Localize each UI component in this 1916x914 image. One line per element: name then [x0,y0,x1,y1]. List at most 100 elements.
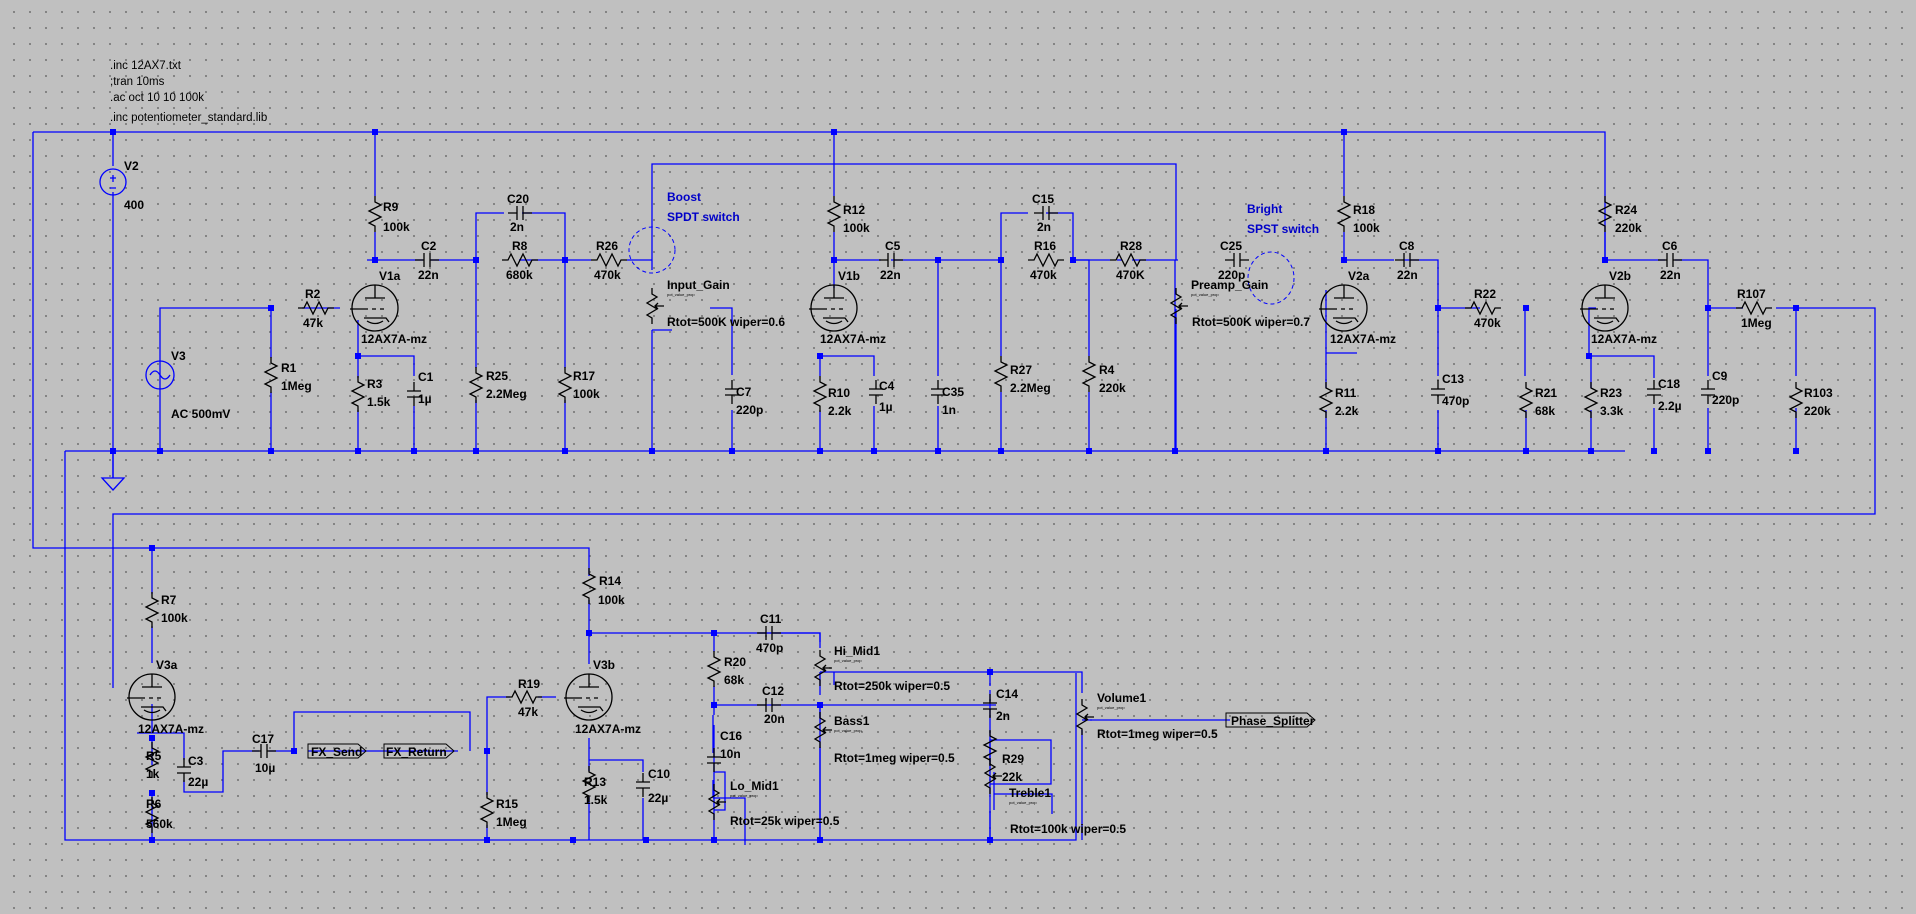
capacitor-C7[interactable] [725,380,739,404]
Volume1-value: Rtot=1meg wiper=0.5 [1097,727,1218,741]
capacitor-C18[interactable] [1647,380,1661,404]
resistor-R5[interactable] [144,742,160,778]
capacitor-C9[interactable] [1701,380,1715,404]
resistor-R28[interactable] [1110,252,1146,268]
resistor-R10[interactable] [812,376,828,412]
capacitor-C15[interactable] [1034,206,1058,220]
resistor-R16[interactable] [1028,252,1064,268]
R11-name: R11 [1335,386,1357,400]
potentiometer-Treble1[interactable] [983,758,1002,794]
capacitor-C3[interactable] [177,758,191,782]
directive-4[interactable]: .inc potentiometer_standard.lib [110,112,267,124]
resistor-R9[interactable] [367,196,383,232]
resistor-R18[interactable] [1336,196,1352,232]
R107-name: R107 [1737,287,1766,301]
spice-directives[interactable]: .inc 12AX7.txt ;tran 10ms .ac oct 10 10 … [110,60,267,124]
triode-V3b[interactable] [564,673,613,721]
capacitor-C20[interactable] [508,206,532,220]
potentiometer-Hi_Mid1[interactable] [813,650,832,686]
port-phase-splitter[interactable]: Phase_Splitter [1225,712,1316,728]
resistor-R13[interactable] [581,766,597,802]
capacitor-C8[interactable] [1395,253,1419,267]
C6-name: C6 [1662,239,1678,253]
resistor-R7[interactable] [144,592,160,628]
V2-value: 400 [124,198,144,212]
resistor-R27[interactable] [993,356,1009,392]
potentiometers[interactable] [645,288,1188,820]
resistor-R2[interactable] [298,300,334,316]
triode-V1b[interactable] [809,284,858,332]
triode-V1a[interactable] [350,284,399,332]
resistor-R25[interactable] [468,367,484,403]
switch-bright-spst[interactable]: Bright SPST switch [1247,202,1319,305]
wires[interactable] [32,131,1876,845]
capacitor-C1[interactable] [407,382,421,406]
resistor-R14[interactable] [581,568,597,604]
resistor-R20[interactable] [706,651,722,687]
directive-3[interactable]: .ac oct 10 10 100k [110,92,204,104]
capacitor-C2[interactable] [415,253,439,267]
triode-V2a[interactable] [1319,284,1368,332]
resistor-R6[interactable] [144,797,160,833]
resistor-R103[interactable] [1788,382,1804,418]
resistor-R15[interactable] [479,792,495,828]
potentiometer-Bass1[interactable] [813,712,832,748]
capacitors[interactable] [177,206,1715,797]
capacitor-C17[interactable] [252,744,276,758]
voltage-source-V3[interactable]: V3 AC 500mV [145,349,230,421]
V2b-value: 12AX7A-mz [1591,332,1657,346]
resistor-R12[interactable] [826,196,842,232]
port-fx-send[interactable]: FX_Send [307,743,367,759]
V2a-name: V2a [1348,269,1370,283]
resistor-R107[interactable] [1736,300,1772,316]
capacitor-C10[interactable] [636,773,650,797]
capacitor-C12[interactable] [757,698,781,712]
potentiometer-Preamp_Gain[interactable] [1169,288,1188,324]
tubes[interactable] [127,284,1629,721]
resistor-R8[interactable] [502,252,538,268]
switch-boost-spdt[interactable]: Boost SPDT switch [628,190,740,274]
capacitor-C5[interactable] [879,253,903,267]
resistor-R17[interactable] [557,367,573,403]
capacitor-C25[interactable] [1225,253,1249,267]
resistors[interactable] [144,196,1804,833]
capacitor-C14[interactable] [983,694,997,718]
potentiometer-Input_Gain[interactable] [645,288,664,324]
resistor-R23[interactable] [1583,382,1599,418]
resistor-R4[interactable] [1081,356,1097,392]
directive-1[interactable]: .inc 12AX7.txt [110,60,182,72]
C3-value: 22µ [188,775,208,789]
resistor-R1[interactable] [263,357,279,393]
triode-V2b[interactable] [1580,284,1629,332]
C4-value: 1µ [879,400,893,414]
resistor-R3[interactable] [350,376,366,412]
port-fx-return[interactable]: FX_Return [383,743,455,759]
C25-value: 220p [1218,268,1245,282]
capacitor-C35[interactable] [931,380,945,404]
C6-value: 22n [1660,268,1681,282]
directive-2[interactable]: ;tran 10ms [110,76,165,88]
C25-name: C25 [1220,239,1242,253]
resistor-R11[interactable] [1318,382,1334,418]
resistor-R29[interactable] [982,730,998,766]
potentiometer-Volume1[interactable] [1075,699,1094,735]
triode-V3a[interactable] [127,673,176,721]
capacitor-C16[interactable] [707,748,721,772]
R23-value: 3.3k [1600,404,1624,418]
potentiometer-Lo_Mid1[interactable] [707,784,726,820]
voltage-source-V2[interactable]: V2 400 [99,159,144,212]
capacitor-C13[interactable] [1431,380,1445,404]
R23-name: R23 [1600,386,1622,400]
resistor-R19[interactable] [506,689,542,705]
resistor-R22[interactable] [1465,300,1501,316]
capacitor-C11[interactable] [757,626,781,640]
C15-name: C15 [1032,192,1054,206]
resistor-R21[interactable] [1518,382,1534,418]
capacitor-C4[interactable] [869,380,883,404]
resistor-R26[interactable] [591,252,627,268]
resistor-R24[interactable] [1597,196,1613,232]
capacitor-C6[interactable] [1658,253,1682,267]
